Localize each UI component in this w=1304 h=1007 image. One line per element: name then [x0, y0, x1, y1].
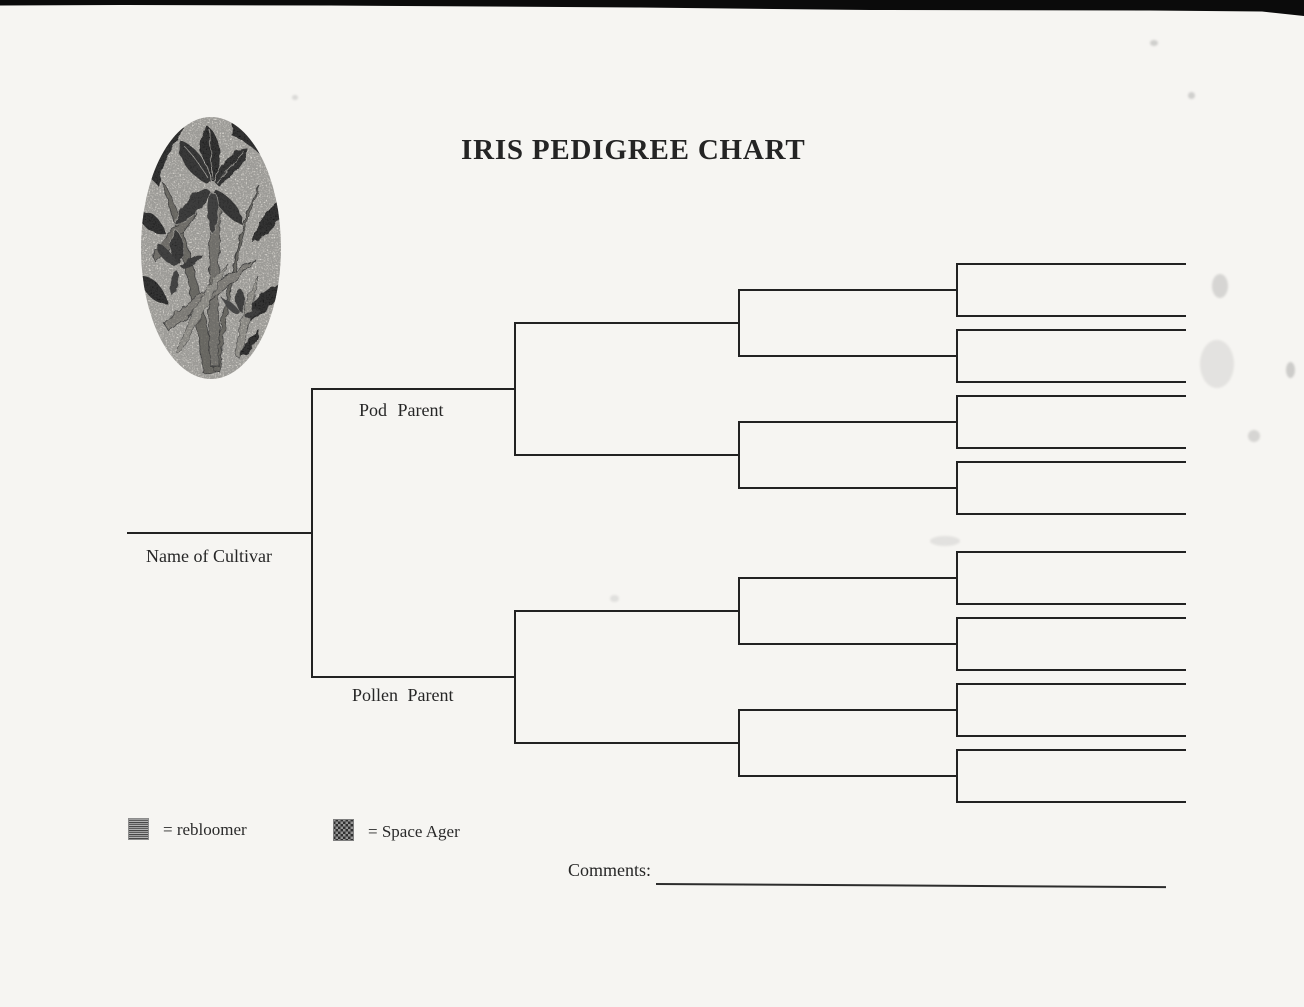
pod-parent-label: Pod Parent: [359, 400, 444, 420]
pollen-parent-label: Pollen Parent: [352, 685, 454, 705]
comments-blank-line: [656, 861, 1167, 889]
scan-speck: [292, 95, 298, 100]
scan-speck: [1248, 430, 1260, 442]
cultivar-name-label: Name of Cultivar: [146, 546, 272, 566]
scan-speck: [1188, 92, 1195, 99]
space-ager-swatch-icon: [333, 819, 354, 841]
rebloomer-legend-label: = rebloomer: [163, 820, 247, 839]
page-title: IRIS PEDIGREE CHART: [461, 134, 806, 166]
scan-speck: [930, 536, 960, 546]
iris-stipple-grain: [141, 117, 281, 379]
scan-speck: [1150, 40, 1158, 46]
scan-speck: [1286, 362, 1295, 378]
comments-label: Comments:: [568, 860, 652, 880]
scan-speck: [1212, 274, 1228, 298]
scan-speck: [610, 595, 619, 602]
iris-flower-illustration: [141, 117, 281, 379]
rebloomer-swatch-icon: [128, 818, 149, 840]
scan-edge-artifact: [0, 0, 1304, 16]
space-ager-legend-label: = Space Ager: [368, 822, 460, 841]
scan-speck: [1200, 340, 1234, 388]
